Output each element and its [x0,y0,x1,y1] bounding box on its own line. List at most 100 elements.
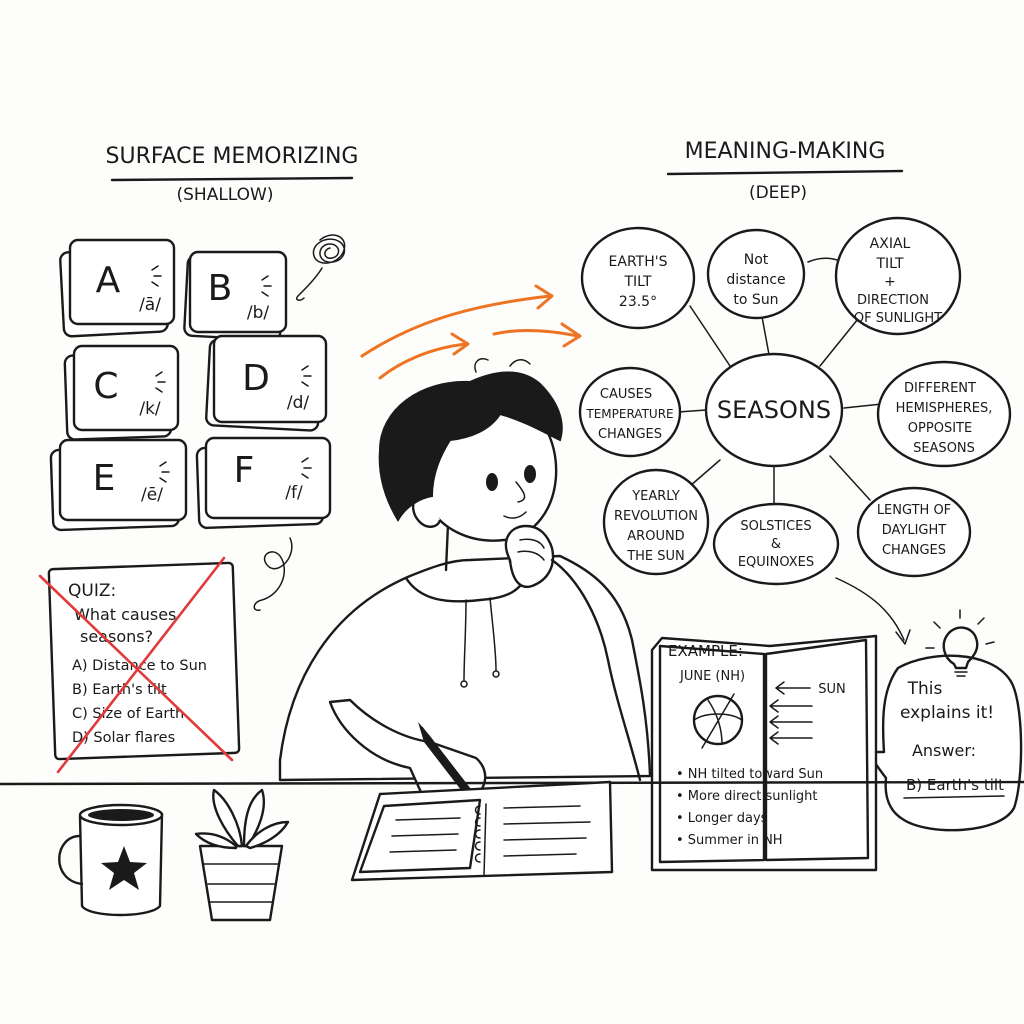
surface-subtitle: (SHALLOW) [177,185,274,205]
quiz-option: C) Size of Earth [72,706,184,722]
node-text: DIFFERENT [904,381,976,396]
example-heading: EXAMPLE: [668,642,743,660]
seasons-label: SEASONS [717,396,831,424]
node-text: EQUINOXES [738,555,814,570]
flashcard-f: F /f/ [195,436,332,530]
orange-arrows [360,284,582,380]
star-icon [101,846,147,890]
quiz-question-cont: seasons? [80,627,153,646]
mind-map-center: SEASONS [704,352,844,468]
bubble-text: This [907,679,943,699]
meaning-title: MEANING-MAKING [685,139,886,164]
speech-bubble: This explains it! Answer: B) Earth's til… [868,654,1023,832]
globe-icon [692,693,744,749]
node-text: & [771,537,781,552]
flashcard-letter: C [93,366,118,407]
red-cross-mark [38,556,234,774]
sound-lines-icon [159,461,170,483]
mind-map-node: SOLSTICES & EQUINOXES [712,502,840,586]
node-text: AROUND [627,529,684,544]
flashcard-d: D /d/ [205,334,328,432]
node-text: HEMISPHERES, [896,401,993,416]
flashcard-phoneme: /d/ [287,393,310,413]
flashcard-letter: A [96,260,121,301]
sound-lines-icon [261,275,272,297]
mind-map-node: CAUSES TEMPERATURE CHANGES [578,366,682,458]
flashcard-c: C /k/ [63,344,180,441]
bubble-answer-label: Answer: [912,741,976,760]
node-text: TILT [623,274,652,290]
desk-edge [0,780,1024,786]
node-text: CAUSES [600,387,652,402]
node-text: to Sun [733,292,778,308]
example-bullet: • NH tilted toward Sun [676,767,823,782]
flashcard-letter: F [234,450,255,491]
sound-lines-icon [301,457,312,479]
example-bullet: • More direct sunlight [676,789,818,804]
node-text: CHANGES [598,427,662,442]
node-text: CHANGES [882,543,946,558]
flashcard-letter: B [208,268,233,309]
meaning-title-underline [666,169,904,176]
quiz-card: QUIZ: What causes seasons? A) Distance t… [38,556,241,774]
flashcard-phoneme: /ē/ [141,485,163,505]
sound-lines-icon [155,371,166,393]
flashcard-letter: D [242,358,270,399]
quiz-question: What causes [74,605,176,624]
bubble-answer: B) Earth's tilt [906,776,1004,794]
node-text: OF SUNLIGHT [854,311,942,326]
example-subheading: JUNE (NH) [679,669,745,684]
example-bullet: • Summer in NH [676,833,783,848]
sun-label: SUN [818,682,846,697]
mind-map-node: DIFFERENT HEMISPHERES, OPPOSITE SEASONS [876,360,1012,468]
sound-lines-icon [301,365,312,387]
node-text: EARTH'S [609,254,668,270]
notebook [350,780,614,882]
node-text: 23.5° [619,294,657,310]
flashcard-e: E /ē/ [49,438,188,532]
node-text: THE SUN [626,549,685,564]
quiz-heading: QUIZ: [68,581,116,601]
surface-title: SURFACE MEMORIZING [106,144,359,169]
node-text: distance [726,272,785,288]
bubble-text: explains it! [900,703,994,723]
hair [378,371,563,522]
node-text: REVOLUTION [614,509,698,524]
arrow-to-bubble [835,577,911,645]
node-text: TILT [875,256,904,272]
example-bullet: • Longer days [676,811,768,826]
surface-title-underline [110,176,354,182]
mug-icon [58,803,164,917]
mind-map-node: AXIAL TILT + DIRECTION OF SUNLIGHT [834,216,962,336]
node-text: SOLSTICES [740,519,811,534]
plant-icon [194,788,290,922]
node-text: YEARLY [631,489,680,504]
flashcard-phoneme: /f/ [285,483,303,503]
node-text: + [884,274,896,290]
node-text: SEASONS [913,441,975,456]
quiz-option: B) Earth's tilt [72,682,167,698]
node-text: AXIAL [870,236,911,252]
scribble-icon [295,234,346,301]
flashcard-phoneme: /ā/ [139,295,161,315]
mind-map: SEASONS EARTH'S TILT 23.5° Not distance … [578,216,1012,586]
flashcard-b: B /b/ [183,250,288,342]
answer-underline [903,795,1005,799]
flashcard-phoneme: /k/ [139,399,161,419]
mind-map-node: LENGTH OF DAYLIGHT CHANGES [856,486,972,578]
quiz-option: D) Solar flares [72,730,175,746]
example-book: EXAMPLE: JUNE (NH) SUN • NH tilted towar… [650,634,878,872]
node-text: DAYLIGHT [882,523,947,538]
mind-map-node: YEARLY REVOLUTION AROUND THE SUN [602,468,710,576]
flashcard-phoneme: /b/ [247,303,270,323]
mind-map-node: EARTH'S TILT 23.5° [580,226,696,330]
node-text: OPPOSITE [908,421,972,436]
lightbulb-icon [925,609,995,677]
node-text: LENGTH OF [877,503,951,518]
node-text: TEMPERATURE [585,407,673,421]
squiggle-doodle [253,537,293,611]
sound-lines-icon [151,265,162,287]
mind-map-node: Not distance to Sun [706,228,806,320]
